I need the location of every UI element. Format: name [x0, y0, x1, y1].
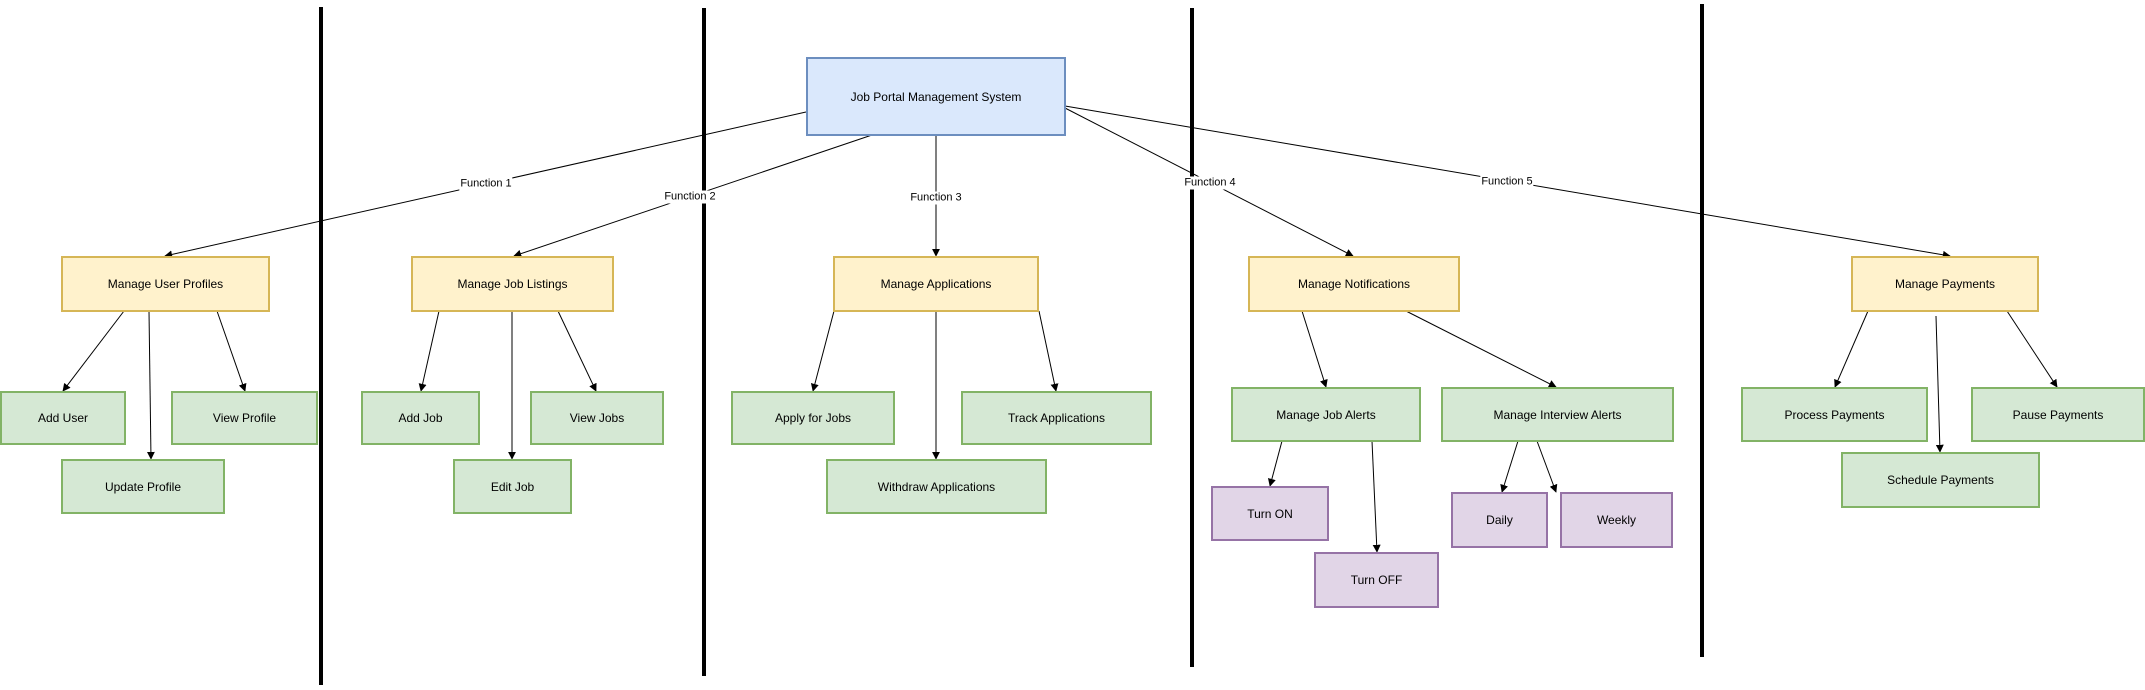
edge-label-function-5: Function 5 — [1480, 175, 1534, 189]
edge-view-profile — [216, 310, 247, 392]
node-schedule-payments[interactable]: Schedule Payments — [1841, 452, 2040, 508]
node-view-profile[interactable]: View Profile — [171, 391, 318, 445]
edge-interview-alerts — [1405, 310, 1557, 388]
root-node[interactable]: Job Portal Management System — [806, 57, 1066, 136]
function-manage-payments[interactable]: Manage Payments — [1851, 256, 2039, 312]
node-turn-on[interactable]: Turn ON — [1211, 486, 1329, 541]
node-weekly[interactable]: Weekly — [1560, 492, 1673, 548]
node-withdraw-applications[interactable]: Withdraw Applications — [826, 459, 1047, 514]
edge-weekly — [1536, 440, 1558, 493]
edge-pause-payments — [2006, 310, 2058, 388]
function-manage-job-listings[interactable]: Manage Job Listings — [411, 256, 614, 312]
edge-track — [1038, 310, 1059, 392]
node-manage-interview-alerts[interactable]: Manage Interview Alerts — [1441, 387, 1674, 442]
node-add-job[interactable]: Add Job — [361, 391, 480, 445]
edge-label-function-2: Function 2 — [663, 190, 717, 204]
edge-process-payments — [1834, 310, 1869, 388]
node-update-profile[interactable]: Update Profile — [61, 459, 225, 514]
edge-add-user — [62, 310, 125, 392]
node-track-applications[interactable]: Track Applications — [961, 391, 1152, 445]
edge-apply — [810, 310, 835, 392]
node-edit-job[interactable]: Edit Job — [453, 459, 572, 514]
edge-label-function-1: Function 1 — [459, 177, 513, 191]
edge-label-function-4: Function 4 — [1183, 176, 1237, 190]
node-apply-for-jobs[interactable]: Apply for Jobs — [731, 391, 895, 445]
node-turn-off[interactable]: Turn OFF — [1314, 552, 1439, 608]
edge-view-jobs — [557, 310, 597, 392]
edge-daily — [1500, 440, 1519, 493]
edge-update-profile — [146, 310, 155, 460]
function-manage-applications[interactable]: Manage Applications — [833, 256, 1039, 312]
node-process-payments[interactable]: Process Payments — [1741, 387, 1928, 442]
function-manage-notifications[interactable]: Manage Notifications — [1248, 256, 1460, 312]
node-manage-job-alerts[interactable]: Manage Job Alerts — [1231, 387, 1421, 442]
edge-job-alerts — [1301, 310, 1328, 388]
function-manage-user-profiles[interactable]: Manage User Profiles — [61, 256, 270, 312]
node-daily[interactable]: Daily — [1451, 492, 1548, 548]
node-add-user[interactable]: Add User — [0, 391, 126, 445]
edge-schedule-payments — [1935, 315, 1944, 453]
node-view-jobs[interactable]: View Jobs — [530, 391, 664, 445]
edge-add-job — [418, 310, 440, 392]
node-pause-payments[interactable]: Pause Payments — [1971, 387, 2145, 442]
edge-label-function-3: Function 3 — [909, 191, 963, 205]
edge-turn-on — [1267, 440, 1283, 487]
edge-turn-off — [1371, 440, 1381, 553]
